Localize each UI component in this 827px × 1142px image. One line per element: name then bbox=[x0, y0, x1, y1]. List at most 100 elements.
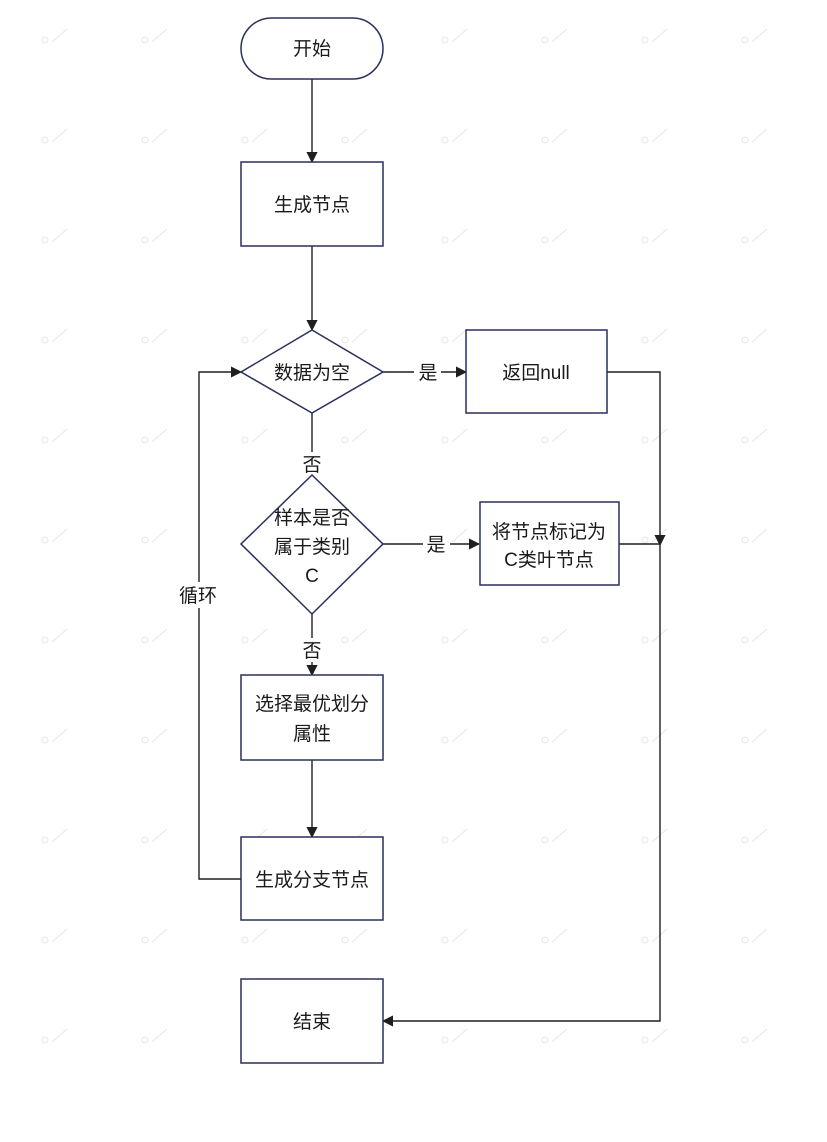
watermark-stroke bbox=[451, 228, 468, 243]
watermark-mark bbox=[141, 636, 149, 644]
watermark-stroke bbox=[151, 28, 168, 43]
watermark-stroke bbox=[751, 528, 768, 543]
watermark-stroke bbox=[151, 428, 168, 443]
watermark-stroke bbox=[551, 28, 568, 43]
watermark-mark bbox=[641, 236, 649, 244]
watermark-stroke bbox=[151, 1028, 168, 1043]
watermark-stroke bbox=[451, 128, 468, 143]
watermark-stroke bbox=[51, 728, 68, 743]
edge-null-to-right bbox=[607, 371, 666, 547]
return-null-label: 返回null bbox=[502, 362, 570, 384]
same-class-label-line-2: 属于类别 bbox=[274, 536, 350, 558]
watermark-stroke bbox=[251, 128, 268, 143]
create-node-box bbox=[240, 161, 384, 247]
watermark-mark bbox=[641, 336, 649, 344]
watermark-stroke bbox=[751, 928, 768, 943]
watermark-stroke bbox=[351, 128, 368, 143]
watermark-mark bbox=[41, 436, 49, 444]
watermark-stroke bbox=[651, 228, 668, 243]
watermark-mark bbox=[141, 1036, 149, 1044]
node-mark-leaf: 将节点标记为 C类叶节点 bbox=[479, 501, 620, 586]
node-same-class: 样本是否 属于类别 C bbox=[239, 473, 385, 616]
watermark-mark bbox=[441, 836, 449, 844]
watermark-mark bbox=[41, 836, 49, 844]
watermark-mark bbox=[41, 136, 49, 144]
watermark-mark bbox=[741, 336, 749, 344]
watermark-mark bbox=[541, 1036, 549, 1044]
watermark-mark bbox=[541, 236, 549, 244]
watermark-stroke bbox=[151, 328, 168, 343]
watermark-stroke bbox=[151, 628, 168, 643]
watermark-mark bbox=[641, 1036, 649, 1044]
connectors bbox=[198, 79, 666, 1027]
node-select-attr: 选择最优划分 属性 bbox=[240, 674, 384, 761]
watermark-stroke bbox=[451, 1028, 468, 1043]
watermark-stroke bbox=[351, 328, 368, 343]
watermark-mark bbox=[641, 536, 649, 544]
watermark-mark bbox=[341, 436, 349, 444]
mark-leaf-box bbox=[479, 501, 620, 586]
same-class-label-line-1: 样本是否 bbox=[274, 507, 350, 529]
watermark-stroke bbox=[151, 828, 168, 843]
watermark-mark bbox=[241, 436, 249, 444]
watermark-stroke bbox=[451, 428, 468, 443]
watermark-mark bbox=[441, 236, 449, 244]
watermark-stroke bbox=[51, 228, 68, 243]
watermark-stroke bbox=[751, 728, 768, 743]
end-box bbox=[240, 978, 384, 1064]
return-null-box bbox=[465, 329, 608, 414]
data-empty-label: 数据为空 bbox=[274, 362, 350, 384]
watermark-mark bbox=[141, 36, 149, 44]
edge-label-yes-empty: 是 bbox=[418, 363, 437, 384]
watermark-stroke bbox=[151, 528, 168, 543]
watermark-stroke bbox=[51, 628, 68, 643]
watermark-stroke bbox=[551, 228, 568, 243]
edge-right-to-end bbox=[381, 545, 661, 1027]
watermark-stroke bbox=[451, 628, 468, 643]
watermark-stroke bbox=[651, 328, 668, 343]
watermark-mark bbox=[41, 36, 49, 44]
watermark-mark bbox=[741, 536, 749, 544]
watermark-stroke bbox=[51, 828, 68, 843]
watermark-mark bbox=[641, 636, 649, 644]
watermark-stroke bbox=[551, 128, 568, 143]
node-return-null: 返回null bbox=[465, 329, 608, 414]
branch-node-box bbox=[240, 836, 384, 921]
watermark-stroke bbox=[651, 28, 668, 43]
end-label: 结束 bbox=[293, 1011, 331, 1033]
watermark-mark bbox=[641, 136, 649, 144]
start-label: 开始 bbox=[293, 38, 331, 60]
data-empty-diamond bbox=[239, 329, 385, 414]
create-node-label: 生成节点 bbox=[274, 194, 350, 216]
watermark-stroke bbox=[551, 628, 568, 643]
watermark-stroke bbox=[451, 828, 468, 843]
watermark-stroke bbox=[651, 128, 668, 143]
watermark-stroke bbox=[251, 628, 268, 643]
watermark-stroke bbox=[751, 428, 768, 443]
watermark-stroke bbox=[351, 628, 368, 643]
watermark-mark bbox=[741, 1036, 749, 1044]
watermark-stroke bbox=[751, 28, 768, 43]
select-attr-label-line-2: 属性 bbox=[293, 723, 331, 745]
node-end: 结束 bbox=[240, 978, 384, 1064]
watermark-mark bbox=[141, 336, 149, 344]
watermark-stroke bbox=[251, 328, 268, 343]
node-data-empty: 数据为空 bbox=[239, 329, 385, 414]
watermark-stroke bbox=[451, 728, 468, 743]
watermark-stroke bbox=[51, 928, 68, 943]
watermark-stroke bbox=[551, 828, 568, 843]
watermark-mark bbox=[741, 636, 749, 644]
edge-loop-back bbox=[198, 366, 243, 880]
watermark-mark bbox=[541, 936, 549, 944]
watermark-stroke bbox=[751, 828, 768, 843]
watermark-mark bbox=[241, 336, 249, 344]
watermark-stroke bbox=[451, 28, 468, 43]
watermark-stroke bbox=[451, 928, 468, 943]
watermark-mark bbox=[641, 836, 649, 844]
watermark-mark bbox=[41, 236, 49, 244]
same-class-label-line-3: C bbox=[305, 566, 319, 587]
edge-label-yes-class: 是 bbox=[426, 535, 445, 556]
watermark-stroke bbox=[351, 928, 368, 943]
watermark-mark bbox=[741, 436, 749, 444]
watermark-mark bbox=[341, 936, 349, 944]
